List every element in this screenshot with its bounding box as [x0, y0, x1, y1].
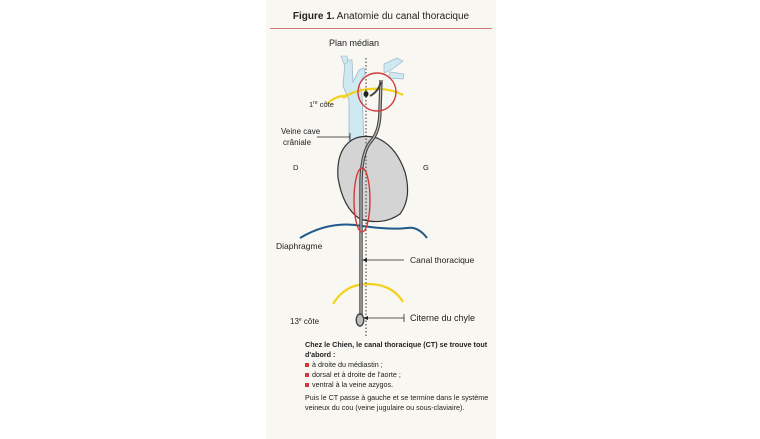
- description-bullet: à droite du médiastin ;: [305, 360, 490, 370]
- mediastinum-highlight-ellipse: [353, 167, 371, 233]
- jugular-vein-left: [383, 57, 404, 74]
- cisterna-leader: [363, 314, 405, 322]
- vena-cava-label-line2: crâniale: [283, 138, 312, 147]
- caption-title: Anatomie du canal thoracique: [336, 11, 470, 22]
- median-plane-label: Plan médian: [329, 38, 379, 48]
- termination-highlight-circle: [357, 72, 397, 112]
- first-rib-arc: [342, 87, 404, 99]
- thoracic-duct-leader: [362, 258, 404, 262]
- cisterna-chyli: [355, 313, 365, 327]
- diaphragm-curve: [299, 223, 428, 239]
- vena-cava-label-line1: Veine cave: [281, 127, 321, 136]
- first-rib-label: 1re côte: [309, 100, 334, 109]
- thirteenth-rib-arc: [332, 282, 404, 305]
- bullet-square-icon: [305, 383, 309, 387]
- bullet-text: dorsal et à droite de l'aorte ;: [312, 370, 401, 379]
- heart: [337, 135, 409, 223]
- figure-caption: Figure 1. Anatomie du canal thoracique: [266, 11, 496, 22]
- left-side-label: G: [423, 163, 429, 172]
- description-intro: Chez le Chien, le canal thoracique (CT) …: [305, 340, 488, 359]
- bullet-square-icon: [305, 373, 309, 377]
- first-rib-arc-right: [326, 94, 349, 105]
- cranial-vena-cava: [342, 59, 366, 141]
- bullet-text: ventral à la veine azygos.: [312, 380, 394, 389]
- bullet-text: à droite du médiastin ;: [312, 360, 383, 369]
- caption-number: Figure 1.: [292, 11, 335, 22]
- description-bullet: ventral à la veine azygos.: [305, 380, 490, 390]
- description-bullet: dorsal et à droite de l'aorte ;: [305, 370, 490, 380]
- subclavian-vein-left: [388, 71, 405, 80]
- description-block: Chez le Chien, le canal thoracique (CT) …: [305, 340, 490, 413]
- right-side-label: D: [293, 163, 299, 172]
- thirteenth-rib-label: 13e côte: [290, 317, 320, 326]
- caption-divider: [270, 28, 492, 29]
- thoracic-duct-label: Canal thoracique: [410, 255, 475, 265]
- duct-termination: [363, 91, 369, 97]
- jugular-vein-right: [340, 55, 349, 65]
- thoracic-duct-end: [369, 81, 382, 97]
- vena-cava-leader: [317, 133, 351, 141]
- bullet-square-icon: [305, 363, 309, 367]
- cisterna-chyli-label: Citerne du chyle: [410, 313, 475, 323]
- diaphragm-label: Diaphragme: [276, 241, 323, 251]
- description-outro: Puis le CT passe à gauche et se termine …: [305, 393, 489, 412]
